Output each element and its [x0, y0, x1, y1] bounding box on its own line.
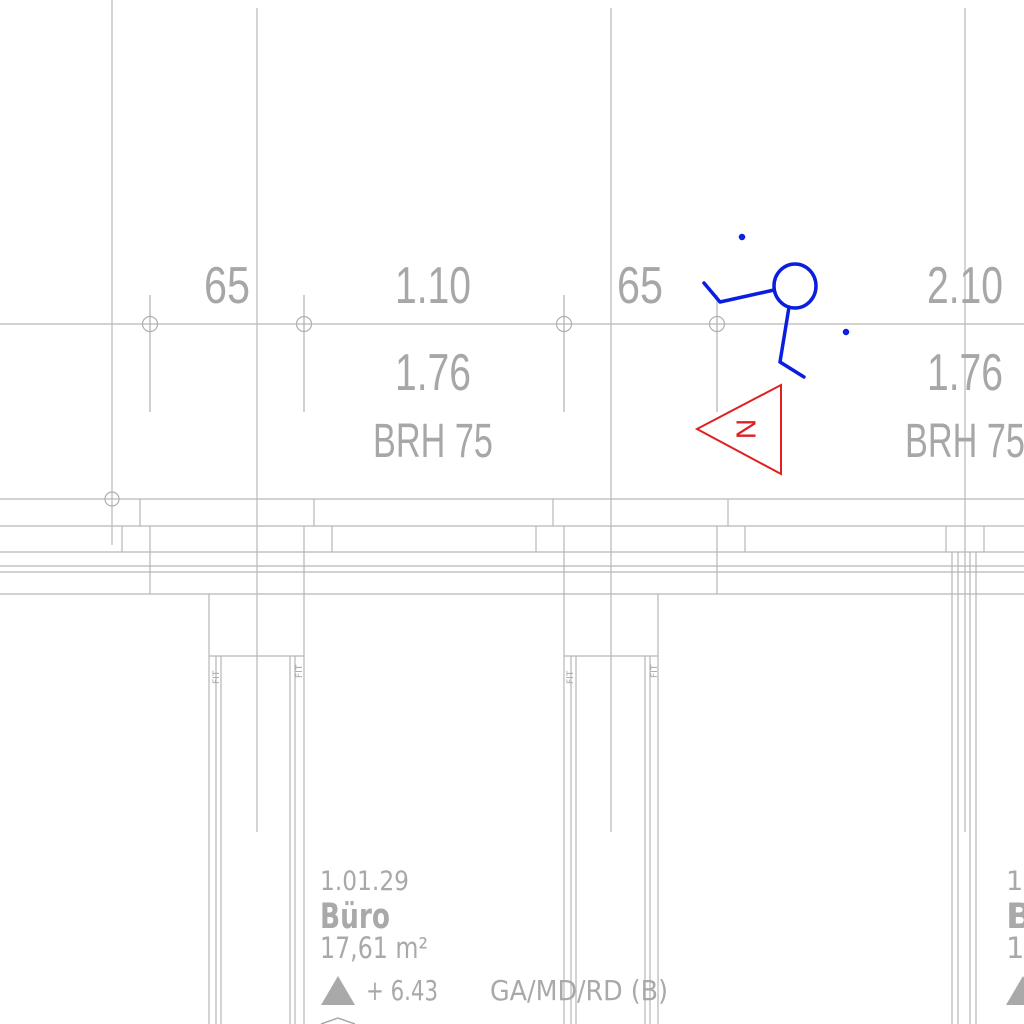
north-arrow-icon	[694, 383, 782, 476]
room-number: 1.01.29	[320, 866, 409, 897]
markup-circle-icon	[772, 262, 818, 310]
level-triangle-icon	[1006, 976, 1024, 1005]
axis-lines	[0, 0, 1024, 832]
dimension-height-2: 1.76	[395, 344, 471, 402]
next-line-partial	[320, 1017, 356, 1024]
markup-stroke	[778, 305, 806, 379]
room-name-partial: B	[1006, 897, 1024, 937]
dimension-width-1: 65	[204, 257, 250, 315]
north-letter: N	[731, 419, 762, 439]
room-finish: GA/MD/RD (B)	[490, 974, 668, 1007]
room-area: 17,61 m²	[320, 931, 428, 965]
room-name: Büro	[320, 897, 390, 937]
dimension-labels: 65 1.10 1.76 BRH 75 65 2.10 1.76 BRH 75	[204, 257, 1024, 468]
wall-label: FIT	[295, 664, 305, 678]
dimension-ticks	[104, 295, 726, 507]
dimension-tick-circle	[295, 315, 313, 333]
room-stamp: 1.01.29 Büro 17,61 m² + 6.43 GA/MD/RD (B…	[320, 866, 668, 1024]
markup-dot	[738, 233, 746, 241]
markup-stroke	[702, 281, 776, 304]
dimension-tick-circle	[141, 315, 159, 333]
markup-dot	[842, 328, 850, 336]
wall-label: FIT	[650, 664, 660, 678]
markup-annotation	[702, 233, 850, 379]
room-stamp-right-partial: 1. B 1	[1006, 866, 1024, 1005]
wall-labels: FIT FIT FIT FIT	[212, 664, 660, 684]
room-number-partial: 1.	[1006, 866, 1024, 897]
wall-label: FIT	[566, 670, 576, 684]
dimension-width-4: 2.10	[927, 257, 1003, 315]
dimension-height-4: 1.76	[927, 344, 1003, 402]
sill-height-4: BRH 75	[905, 415, 1024, 468]
dimension-width-2: 1.10	[395, 257, 471, 315]
north-marker: N	[694, 383, 782, 476]
room-level: + 6.43	[366, 974, 438, 1007]
wall-label: FIT	[212, 670, 222, 684]
dimension-tick-circle	[708, 315, 726, 333]
facade-band	[0, 498, 1024, 595]
level-triangle-icon	[321, 976, 355, 1005]
sill-height-2: BRH 75	[373, 415, 493, 468]
dimension-width-3: 65	[617, 257, 663, 315]
walls	[208, 552, 977, 1024]
room-area-partial: 1	[1006, 931, 1024, 965]
dimension-tick-circle	[555, 315, 573, 333]
